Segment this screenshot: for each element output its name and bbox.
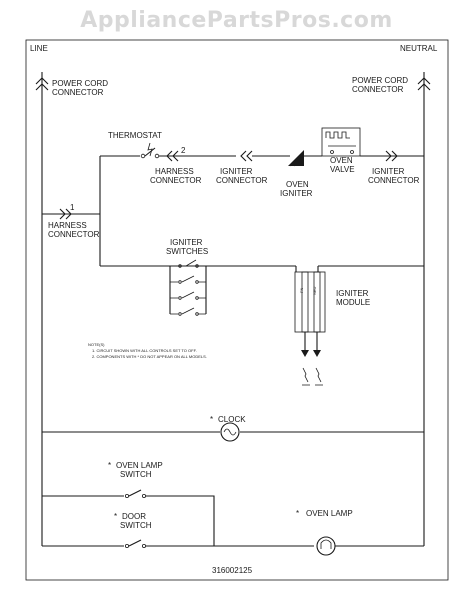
clock-asterisk: * <box>210 415 213 424</box>
igniter-switches-label-1: IGNITER <box>170 238 203 247</box>
igniter-switches-label-2: SWITCHES <box>166 247 208 256</box>
power-cord-connector-right-label-1: POWER CORD <box>352 76 408 85</box>
clock-motor <box>220 422 240 442</box>
igniter-switch-bank <box>169 259 207 316</box>
oven-lamp-switch-label-2: SWITCH <box>120 470 152 479</box>
power-cord-connector-right-label-2: CONNECTOR <box>352 85 404 94</box>
oven-igniter-label-1: OVEN <box>286 180 309 189</box>
harness-connector-left-label-1: HARNESS <box>48 221 87 230</box>
igniter-connector-2-label-2: CONNECTOR <box>368 176 420 185</box>
harness-connector-top: 2 <box>166 146 186 162</box>
harness-connector-top-label-1: HARNESS <box>155 167 194 176</box>
igniter-connector-1 <box>240 150 253 162</box>
spark-electrodes <box>301 332 323 386</box>
harness-connector-top-label-2: CONNECTOR <box>150 176 202 185</box>
oven-lamp-switch <box>42 489 215 546</box>
igniter-module <box>294 265 424 333</box>
oven-lamp-switch-asterisk: * <box>108 461 111 470</box>
igniter-connector-1-label-2: CONNECTOR <box>216 176 268 185</box>
thermostat-switch <box>140 142 160 159</box>
igniter-connector-2-label-1: IGNITER <box>372 167 405 176</box>
watermark: AppliancePartsPros.com <box>80 8 393 33</box>
notes-line-2: 2. COMPONENTS WITH * DO NOT APPEAR ON AL… <box>92 354 207 359</box>
igniter-connector-2 <box>385 150 398 162</box>
notes-title: NOTE(S) <box>88 342 105 347</box>
oven-lamp-label: OVEN LAMP <box>306 509 353 518</box>
igniter-module-label-2: MODULE <box>336 298 370 307</box>
notes-line-1: 1. CIRCUIT SHOWN WITH ALL CONTROLS SET T… <box>92 348 197 353</box>
oven-valve <box>321 127 361 157</box>
line-label: LINE <box>30 44 48 53</box>
module-neu-tag: NEU <box>312 286 317 295</box>
door-switch <box>42 539 314 549</box>
door-switch-label-1: DOOR <box>122 512 146 521</box>
harness-connector-left: 1 <box>42 203 100 220</box>
oven-igniter <box>288 150 304 167</box>
module-fn-tag: FN <box>299 288 304 293</box>
oven-valve-label-2: VALVE <box>330 165 355 174</box>
oven-lamp-asterisk: * <box>296 509 299 518</box>
pin-1-label: 1 <box>70 203 75 212</box>
diagram-border <box>25 39 449 581</box>
oven-igniter-label-2: IGNITER <box>280 189 313 198</box>
igniter-connector-1-label-1: IGNITER <box>220 167 253 176</box>
neutral-rail <box>417 72 431 546</box>
oven-lamp-switch-label-1: OVEN LAMP <box>116 461 163 470</box>
part-number: 316002125 <box>212 566 253 575</box>
harness-connector-left-label-2: CONNECTOR <box>48 230 100 239</box>
neutral-label: NEUTRAL <box>400 44 438 53</box>
line-rail <box>35 72 49 546</box>
power-cord-connector-left-label-1: POWER CORD <box>52 79 108 88</box>
door-switch-label-2: SWITCH <box>120 521 152 530</box>
oven-valve-label-1: OVEN <box>330 156 353 165</box>
igniter-module-label-1: IGNITER <box>336 289 369 298</box>
thermostat-label: THERMOSTAT <box>108 131 162 140</box>
clock-label: CLOCK <box>218 415 246 424</box>
oven-lamp <box>316 536 424 556</box>
power-cord-connector-left-label-2: CONNECTOR <box>52 88 104 97</box>
pin-2-label: 2 <box>181 146 186 155</box>
door-switch-asterisk: * <box>114 512 117 521</box>
